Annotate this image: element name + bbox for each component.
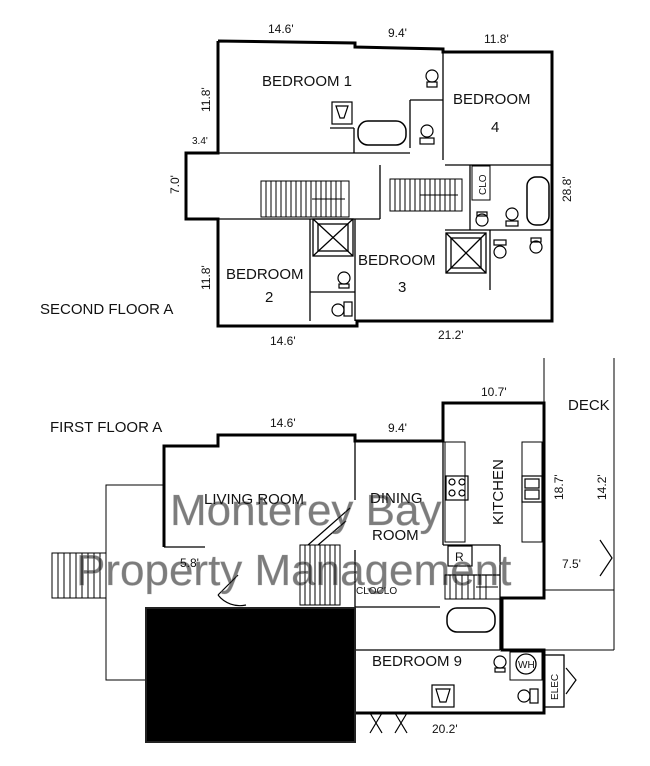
dim-second-bottom-right: 21.2' bbox=[438, 328, 464, 342]
door-swing bbox=[369, 712, 408, 734]
toilet-icon bbox=[505, 207, 519, 227]
kitchen-sink-icon bbox=[521, 475, 543, 503]
dim-second-right: 28.8' bbox=[560, 176, 574, 202]
dim-second-top-mid: 9.4' bbox=[388, 26, 407, 40]
bathtub-icon bbox=[446, 607, 496, 633]
first-floor-title: FIRST FLOOR A bbox=[50, 419, 162, 436]
room-label-dining-room: ROOM bbox=[372, 527, 419, 544]
counter bbox=[444, 441, 466, 543]
dim-first-top-mid: 9.4' bbox=[388, 421, 407, 435]
porch-outline bbox=[51, 484, 164, 681]
toilet-icon bbox=[493, 655, 507, 673]
room-label-bedroom-3-number: 3 bbox=[398, 279, 406, 296]
door-swing bbox=[307, 507, 351, 546]
bathtub-icon bbox=[357, 120, 407, 146]
toilet-icon bbox=[493, 239, 507, 259]
second-floor-stairs-right bbox=[389, 178, 463, 212]
dim-first-deck-step: 7.5' bbox=[562, 557, 581, 571]
deck-outline bbox=[543, 358, 615, 651]
room-label-bedroom-3: BEDROOM bbox=[358, 252, 436, 269]
dim-first-kitchen-side: 18.7' bbox=[552, 474, 566, 500]
dim-second-left-mid: 7.0' bbox=[168, 175, 182, 194]
dim-first-entry: 5.8' bbox=[180, 556, 199, 570]
toilet-icon bbox=[337, 271, 351, 289]
shower-icon bbox=[445, 232, 487, 274]
room-label-bedroom-4: BEDROOM bbox=[453, 91, 531, 108]
second-floor-plan bbox=[184, 39, 554, 328]
second-floor-stairs-left bbox=[260, 180, 350, 218]
first-floor-stairs bbox=[299, 544, 501, 606]
toilet-icon bbox=[425, 69, 439, 88]
room-label-kitchen: KITCHEN bbox=[490, 459, 507, 525]
toilet-icon bbox=[529, 237, 543, 254]
toilet-icon bbox=[517, 688, 539, 704]
dim-second-left-notch: 3.4' bbox=[192, 136, 208, 147]
door-swing bbox=[565, 667, 577, 695]
dim-second-top-left: 14.6' bbox=[268, 22, 294, 36]
closet-label: CLO bbox=[478, 174, 489, 195]
first-floor-plan bbox=[51, 358, 615, 734]
stove-icon bbox=[445, 475, 469, 501]
watermark-line-2: Property Management bbox=[76, 546, 511, 595]
refrigerator-label: R bbox=[455, 550, 464, 564]
room-label-dining: DINING bbox=[370, 490, 423, 507]
toilet-icon bbox=[475, 211, 489, 227]
room-label-deck: DECK bbox=[568, 397, 610, 414]
bathtub-icon bbox=[526, 176, 550, 226]
room-label-bedroom-1: BEDROOM 1 bbox=[262, 73, 352, 90]
refrigerator-icon bbox=[447, 545, 473, 567]
electrical-label: ELEC bbox=[550, 674, 561, 700]
dim-second-top-right: 11.8' bbox=[484, 32, 509, 46]
second-floor-exterior-wall bbox=[184, 39, 554, 328]
closets-label: CLOCLO bbox=[356, 586, 397, 597]
toilet-icon bbox=[331, 301, 353, 317]
redaction-block bbox=[145, 607, 356, 743]
room-label-living-room: LIVING ROOM bbox=[204, 491, 304, 508]
dim-first-kitchen-top: 10.7' bbox=[481, 385, 507, 399]
sink-icon bbox=[331, 101, 353, 125]
second-floor-interior-walls bbox=[218, 52, 552, 321]
dim-first-deck-side: 14.2' bbox=[595, 474, 609, 500]
toilet-icon bbox=[419, 124, 435, 145]
first-floor-exterior-wall bbox=[162, 401, 546, 715]
electrical-panel bbox=[543, 654, 565, 708]
door-swing bbox=[599, 539, 613, 577]
dim-second-left-lower: 11.8' bbox=[199, 265, 213, 290]
dim-first-top-left: 14.6' bbox=[270, 416, 296, 430]
room-label-bedroom-4-number: 4 bbox=[491, 119, 499, 136]
closet-box bbox=[471, 165, 491, 201]
second-floor-title: SECOND FLOOR A bbox=[40, 301, 173, 318]
watermark-line-1: Monterey Bay bbox=[170, 486, 441, 535]
room-label-bedroom-9: BEDROOM 9 bbox=[372, 653, 462, 670]
dim-first-bottom: 20.2' bbox=[432, 722, 458, 736]
dim-second-left-upper: 11.8' bbox=[199, 87, 213, 112]
utility-area bbox=[509, 651, 543, 681]
room-label-bedroom-2-number: 2 bbox=[265, 289, 273, 306]
shower-icon bbox=[312, 218, 354, 257]
dim-second-bottom-left: 14.6' bbox=[270, 334, 296, 348]
water-heater-icon bbox=[515, 653, 537, 675]
door-swing bbox=[217, 574, 247, 607]
room-label-bedroom-2: BEDROOM bbox=[226, 266, 304, 283]
water-heater-label: WH bbox=[518, 660, 535, 671]
counter bbox=[521, 441, 543, 543]
sink-icon bbox=[431, 684, 455, 708]
